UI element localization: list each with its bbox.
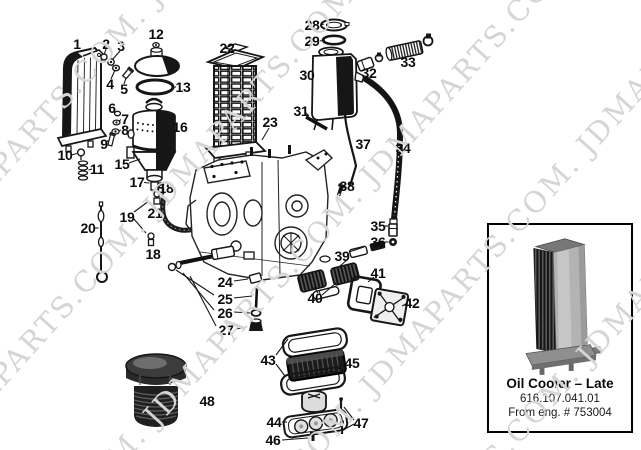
- part-label-2: 2: [102, 36, 110, 52]
- parts-43-47-sump-drawing: [275, 327, 355, 441]
- part-label-19: 19: [119, 209, 135, 225]
- part-label-1: 1: [73, 36, 81, 52]
- part-label-36: 36: [370, 234, 386, 250]
- part-label-29: 29: [304, 33, 320, 49]
- parts-12-13-filter-lid-drawing: [134, 42, 180, 96]
- part-label-8: 8: [121, 122, 129, 138]
- part-label-37: 37: [355, 136, 371, 152]
- parts-2-5-fasteners-drawing: [100, 48, 135, 85]
- part-label-33: 33: [400, 54, 416, 70]
- inset-part-number: 616.107.041.01: [520, 392, 600, 405]
- part-label-30: 30: [299, 67, 315, 83]
- part-label-31: 31: [293, 103, 309, 119]
- part-label-18: 18: [158, 180, 174, 196]
- part-label-41: 41: [370, 265, 386, 281]
- part-1-oil-cooler-drawing: [56, 46, 108, 153]
- part-label-23: 23: [262, 114, 278, 130]
- part-label-47: 47: [353, 415, 369, 431]
- parts-6-11-hardware-drawing: [70, 110, 122, 181]
- part-label-42: 42: [404, 295, 420, 311]
- part-label-15: 15: [114, 156, 130, 172]
- part-label-4: 4: [106, 76, 114, 92]
- oil-cooler-inset-box: Oil Cooler – Late 616.107.041.01 From en…: [487, 223, 633, 433]
- part-label-40: 40: [307, 290, 323, 306]
- part-label-13: 13: [175, 79, 191, 95]
- part-label-17: 17: [129, 174, 145, 190]
- part-label-7: 7: [121, 111, 129, 127]
- part-label-18: 18: [145, 246, 161, 262]
- parts-15-18-oil-filter-drawing: [126, 97, 177, 205]
- part-label-39: 39: [334, 248, 350, 264]
- part-label-32: 32: [361, 65, 377, 81]
- part-label-21: 21: [147, 205, 163, 221]
- parts-34-38-hose-dipstick-drawing: [336, 75, 404, 246]
- part-label-38: 38: [339, 178, 355, 194]
- part-label-9: 9: [100, 136, 108, 152]
- part-label-46: 46: [265, 432, 281, 448]
- part-label-16: 16: [172, 119, 188, 135]
- part-label-25: 25: [217, 291, 233, 307]
- parts-39-42-oil-pump-drawing: [297, 240, 410, 327]
- part-label-45: 45: [344, 355, 360, 371]
- part-label-48: 48: [199, 393, 215, 409]
- part-label-20: 20: [80, 220, 96, 236]
- part-23-engine-block-drawing: [185, 127, 334, 281]
- part-label-43: 43: [260, 352, 276, 368]
- oil-cooler-photo: [525, 238, 603, 375]
- part-label-27: 27: [218, 322, 234, 338]
- part-label-35: 35: [370, 218, 386, 234]
- part-48-drain-plug-drawing: [125, 353, 187, 427]
- part-label-22: 22: [219, 40, 235, 56]
- part-label-11: 11: [89, 161, 105, 177]
- parts-19-21-hose-dipstick-drawing: [94, 181, 209, 283]
- part-label-34: 34: [395, 140, 411, 156]
- inset-title: Oil Cooler – Late: [506, 376, 614, 391]
- part-label-12: 12: [148, 26, 164, 42]
- part-label-6: 6: [108, 100, 116, 116]
- part-label-28: 28: [304, 17, 320, 33]
- part-label-3: 3: [117, 38, 125, 54]
- inset-engine-note: From eng. # 753004: [508, 407, 612, 420]
- part-label-44: 44: [266, 414, 282, 430]
- part-label-10: 10: [57, 147, 73, 163]
- part-label-5: 5: [120, 81, 128, 97]
- part-label-24: 24: [217, 274, 233, 290]
- part-label-26: 26: [217, 305, 233, 321]
- parts-24-27-studs-drawing: [167, 245, 263, 331]
